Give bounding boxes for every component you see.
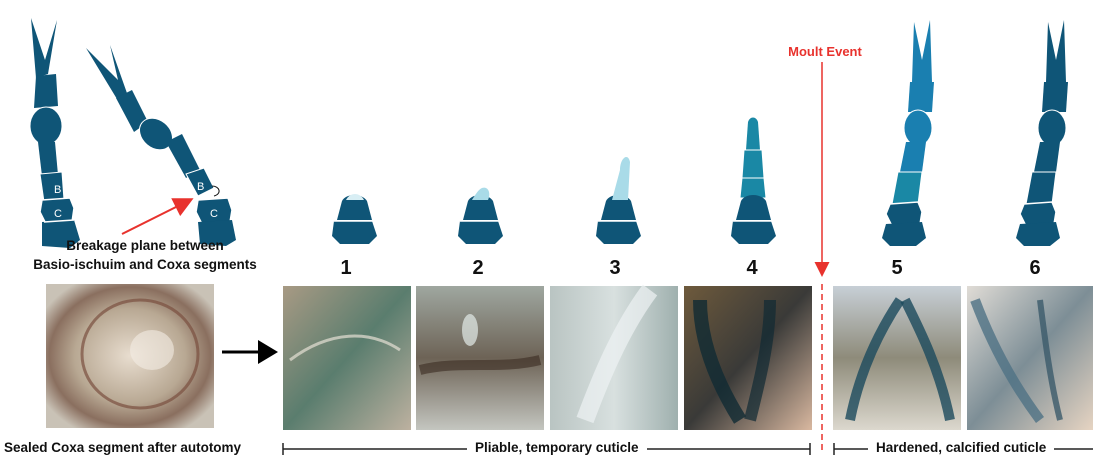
stage-5-photo	[833, 286, 961, 430]
breakage-line-1: Breakage plane between	[0, 236, 290, 255]
stage-1-photo	[283, 286, 411, 430]
stage-number-2: 2	[458, 257, 498, 280]
stage-4-photo	[684, 286, 812, 430]
basis-letter: B	[54, 184, 61, 196]
stage-1-stump-illustration	[332, 194, 377, 244]
breakage-line-2: Basio-ischuim and Coxa segments	[0, 255, 290, 274]
coxa-letter: C	[210, 208, 218, 220]
stage-number-4: 4	[732, 257, 772, 280]
broken-limb-illustration: B C	[86, 45, 236, 246]
pliable-cuticle-caption: Pliable, temporary cuticle	[467, 440, 647, 455]
hardened-cuticle-caption: Hardened, calcified cuticle	[868, 440, 1054, 455]
big-arrow-icon	[222, 340, 278, 364]
stage-3-photo	[550, 286, 678, 430]
breakage-arrow	[122, 200, 190, 234]
basis-letter: B	[197, 181, 204, 193]
breakage-plane-label: Breakage plane between Basio-ischuim and…	[0, 236, 290, 274]
stage-2-stump-illustration	[458, 188, 503, 244]
sealed-coxa-caption: Sealed Coxa segment after autotomy	[0, 440, 249, 455]
stage-6-photo	[967, 286, 1093, 430]
coxa-letter: C	[54, 208, 62, 220]
stage-number-6: 6	[1015, 257, 1055, 280]
stage-number-5: 5	[877, 257, 917, 280]
stage-5-limb-illustration	[882, 20, 934, 246]
stage-6-limb-illustration	[1016, 20, 1068, 246]
sealed-coxa-photo	[46, 284, 214, 428]
stage-number-3: 3	[595, 257, 635, 280]
intact-limb-illustration: B C	[30, 18, 80, 248]
stage-2-photo	[416, 286, 544, 430]
stage-3-stump-illustration	[596, 157, 641, 244]
stage-number-1: 1	[326, 257, 366, 280]
moult-event-label: Moult Event	[770, 44, 880, 59]
stage-4-limb-illustration	[731, 118, 776, 245]
